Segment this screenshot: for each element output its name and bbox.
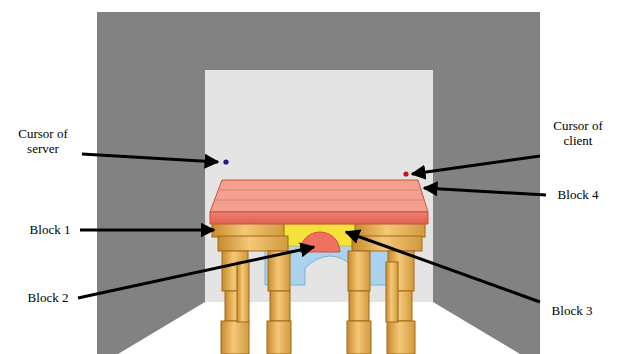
block-4-front: [210, 212, 428, 224]
callout-label: Cursor of client: [543, 118, 613, 148]
floor: [118, 302, 520, 354]
pillars: [221, 251, 415, 354]
callout-label: Block 2: [20, 290, 76, 305]
callout-label: Block 4: [550, 187, 606, 202]
room-wall: [97, 12, 540, 354]
roof-lines: [215, 190, 425, 200]
callout-label: Block 3: [544, 303, 600, 318]
block-4: [210, 180, 428, 212]
server-cursor: [223, 159, 228, 164]
leader-arrows: [78, 154, 546, 302]
callout-label: Block 1: [22, 222, 78, 237]
client-cursor: [403, 171, 408, 176]
beam: [218, 236, 288, 251]
callout-label: Cursor of server: [6, 126, 80, 156]
